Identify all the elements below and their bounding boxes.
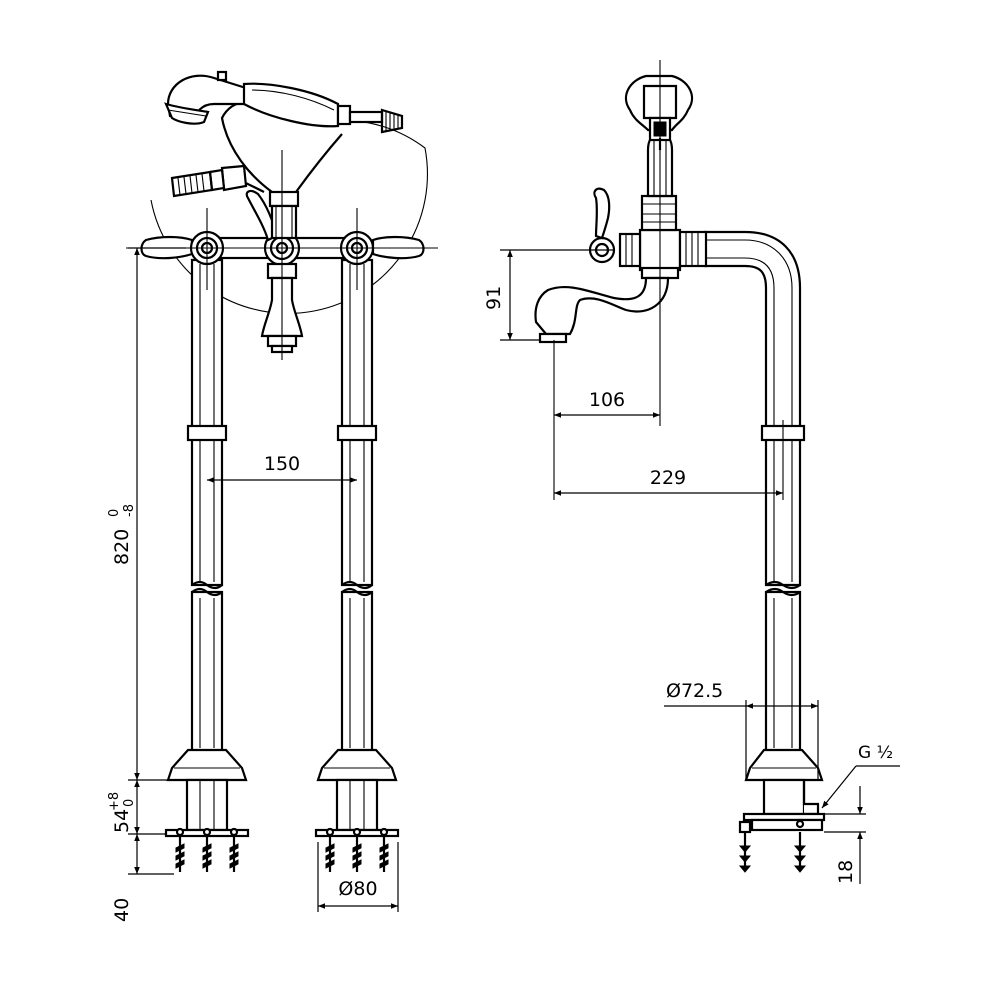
dim-height-tol-upper: 0 <box>107 509 122 517</box>
handshower <box>164 70 404 134</box>
dim-base-tol-lower: 0 <box>122 799 137 807</box>
front-view <box>126 70 438 872</box>
dim-height-tol-lower: -8 <box>122 504 137 517</box>
side-dimensions: 91 106 229 Ø72.5 G ½ 18 <box>483 249 900 884</box>
handshower-cradle <box>220 101 343 240</box>
dim-spout-reach-outer-label: 229 <box>650 467 686 489</box>
anchor-bolts-side <box>738 819 807 873</box>
dim-base-tol-upper: +8 <box>107 792 122 811</box>
dim-anchor-label: 40 <box>111 898 133 922</box>
dim-spout-drop-label: 91 <box>483 286 505 310</box>
leader-connection-thread <box>821 765 857 809</box>
right-standpipe <box>336 258 378 754</box>
front-dimensions: 150 820 0 -8 54 +8 0 40 Ø80 <box>107 247 399 922</box>
dim-base-label: 54 <box>111 809 133 833</box>
hose-connector <box>170 164 248 198</box>
dim-side-base-diameter-label: Ø72.5 <box>666 680 723 702</box>
left-standpipe <box>186 258 228 754</box>
side-floor-foot <box>738 748 826 873</box>
side-riser <box>703 230 806 754</box>
dim-base-group: 54 +8 0 <box>107 792 137 833</box>
side-view <box>534 60 826 873</box>
right-floor-foot <box>314 748 400 872</box>
dim-base-diameter-label: Ø80 <box>338 878 377 900</box>
bath-spout-side <box>534 276 670 344</box>
dim-spacing-label: 150 <box>264 453 300 475</box>
dim-height-group: 820 0 -8 <box>107 504 137 565</box>
dim-connection-thread-label: G ½ <box>858 743 893 763</box>
dim-spout-reach-inner-label: 106 <box>589 389 625 411</box>
anchor-bolts-right <box>325 827 389 872</box>
dim-height-label: 820 <box>111 529 133 565</box>
anchor-bolts-left <box>175 827 239 872</box>
left-floor-foot <box>164 748 250 872</box>
dim-connection-height-label: 18 <box>835 860 857 884</box>
diverter-lever <box>245 189 278 242</box>
side-cradle-column <box>624 74 694 232</box>
